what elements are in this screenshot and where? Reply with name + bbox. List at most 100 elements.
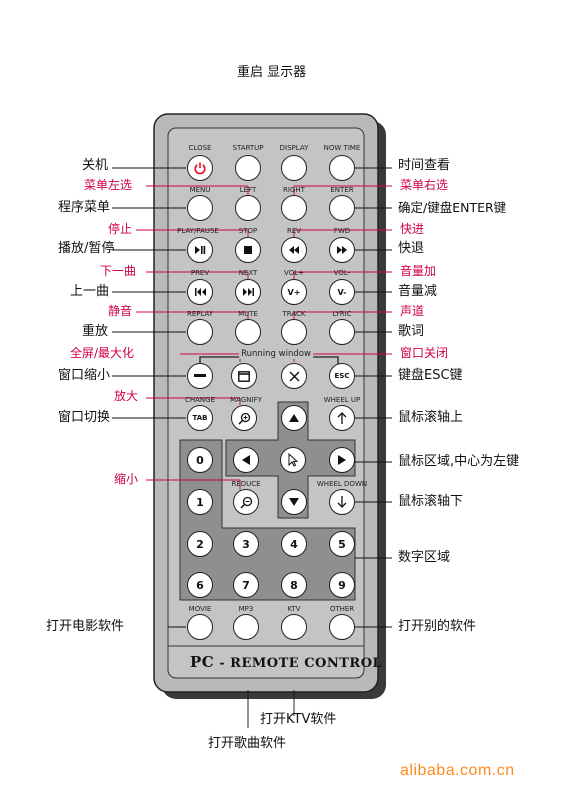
vol-up-button[interactable]: V+	[281, 279, 307, 305]
label-mouse-area: 鼠标区域,中心为左键	[398, 454, 520, 469]
digit-6-button[interactable]: 6	[187, 572, 213, 598]
now-time-caption: NOW TIME	[323, 144, 361, 152]
esc-button[interactable]: ESC	[329, 363, 355, 389]
label-ktv-software: 打开KTV软件	[260, 712, 337, 727]
wheel-down-button[interactable]	[329, 489, 355, 515]
arrow-down-icon	[289, 498, 299, 506]
wheel-up-button[interactable]	[329, 405, 355, 431]
right-button[interactable]	[281, 195, 307, 221]
close-window-button[interactable]	[281, 363, 307, 389]
replay-button[interactable]	[187, 319, 213, 345]
digit-4-button[interactable]: 4	[281, 531, 307, 557]
digit-2-button[interactable]: 2	[187, 531, 213, 557]
track-caption: TRACK	[282, 310, 306, 318]
menu-button[interactable]	[187, 195, 213, 221]
label-next-song: 下一曲	[100, 264, 137, 278]
label-wheel-up: 鼠标滚轴上	[398, 410, 464, 425]
label-menu-left: 菜单左选	[84, 178, 133, 192]
display-button[interactable]	[281, 155, 307, 181]
mouse-click-button[interactable]	[280, 447, 306, 473]
digit-8-button[interactable]: 8	[281, 572, 307, 598]
play-pause-button[interactable]	[187, 237, 213, 263]
digit-1-button[interactable]: 1	[187, 489, 213, 515]
digit-5-button[interactable]: 5	[329, 531, 355, 557]
next-button[interactable]	[235, 279, 261, 305]
label-wheel-down: 鼠标滚轴下	[398, 494, 464, 509]
movie-button[interactable]	[187, 614, 213, 640]
rewind-icon	[289, 246, 299, 254]
lyric-caption: LYRIC	[332, 310, 352, 318]
fwd-caption: FWD	[333, 227, 351, 235]
left-arrow-button[interactable]	[233, 447, 259, 473]
vol-down-caption: VOL-	[333, 269, 351, 277]
mp3-button[interactable]	[233, 614, 259, 640]
down-arrow-button[interactable]	[281, 489, 307, 515]
label-other-software: 打开别的软件	[398, 619, 477, 634]
magnify-caption: MAGNIFY	[230, 396, 262, 404]
right-caption: RIGHT	[283, 186, 305, 194]
digit-3-button[interactable]: 3	[233, 531, 259, 557]
stop-button[interactable]	[235, 237, 261, 263]
other-button[interactable]	[329, 614, 355, 640]
magnify-button[interactable]	[231, 405, 257, 431]
maximize-window-icon	[238, 370, 250, 382]
label-play-pause: 播放/暂停	[58, 241, 115, 256]
prev-button[interactable]	[187, 279, 213, 305]
label-esc-key: 键盘ESC键	[398, 368, 463, 383]
vol-down-button[interactable]: V-	[329, 279, 355, 305]
arrow-left-icon	[242, 455, 250, 465]
track-button[interactable]	[281, 319, 307, 345]
stop-icon	[244, 246, 252, 254]
minimize-button[interactable]	[187, 363, 213, 389]
up-arrow-button[interactable]	[281, 405, 307, 431]
ktv-caption: KTV	[287, 605, 301, 613]
fwd-button[interactable]	[329, 237, 355, 263]
rev-button[interactable]	[281, 237, 307, 263]
reduce-button[interactable]	[233, 489, 259, 515]
digit-7-button[interactable]: 7	[233, 572, 259, 598]
running-window-caption: Running window	[239, 349, 313, 359]
left-button[interactable]	[235, 195, 261, 221]
skip-next-icon	[242, 288, 254, 296]
label-stop: 停止	[108, 222, 133, 236]
ktv-button[interactable]	[281, 614, 307, 640]
label-rewind: 快退	[398, 241, 425, 256]
wheel-down-icon	[337, 496, 347, 508]
lyric-button[interactable]	[329, 319, 355, 345]
next-caption: NEXT	[238, 269, 258, 277]
label-mute: 静音	[108, 304, 133, 318]
label-shutdown: 关机	[82, 158, 109, 173]
label-vol-down: 音量减	[398, 284, 438, 299]
close-icon	[289, 371, 299, 381]
rev-caption: REV	[286, 227, 302, 235]
label-replay: 重放	[82, 324, 109, 339]
label-reduce: 缩小	[114, 472, 139, 486]
right-arrow-button[interactable]	[329, 447, 355, 473]
wheel-up-icon	[337, 412, 347, 424]
stop-caption: STOP	[238, 227, 258, 235]
enter-button[interactable]	[329, 195, 355, 221]
close-button[interactable]	[187, 155, 213, 181]
mute-button[interactable]	[235, 319, 261, 345]
number-area-region	[179, 439, 356, 601]
play-pause-caption: PLAY/PAUSE	[177, 227, 219, 235]
label-fullscreen: 全屏/最大化	[70, 346, 135, 360]
tab-button[interactable]: TAB	[187, 405, 213, 431]
digit-0-button[interactable]: 0	[187, 447, 213, 473]
zoom-out-icon	[239, 496, 252, 509]
play-pause-icon	[195, 246, 206, 254]
zoom-in-icon	[237, 412, 250, 425]
digit-9-button[interactable]: 9	[329, 572, 355, 598]
startup-button[interactable]	[235, 155, 261, 181]
reduce-caption: REDUCE	[231, 480, 261, 488]
maximize-button[interactable]	[231, 363, 257, 389]
movie-caption: MOVIE	[188, 605, 212, 613]
other-caption: OTHER	[329, 605, 355, 613]
close-caption: CLOSE	[188, 144, 212, 152]
now-time-button[interactable]	[329, 155, 355, 181]
change-caption: CHANGE	[184, 396, 216, 404]
skip-previous-icon	[194, 288, 206, 296]
label-fast-forward: 快进	[400, 222, 425, 236]
